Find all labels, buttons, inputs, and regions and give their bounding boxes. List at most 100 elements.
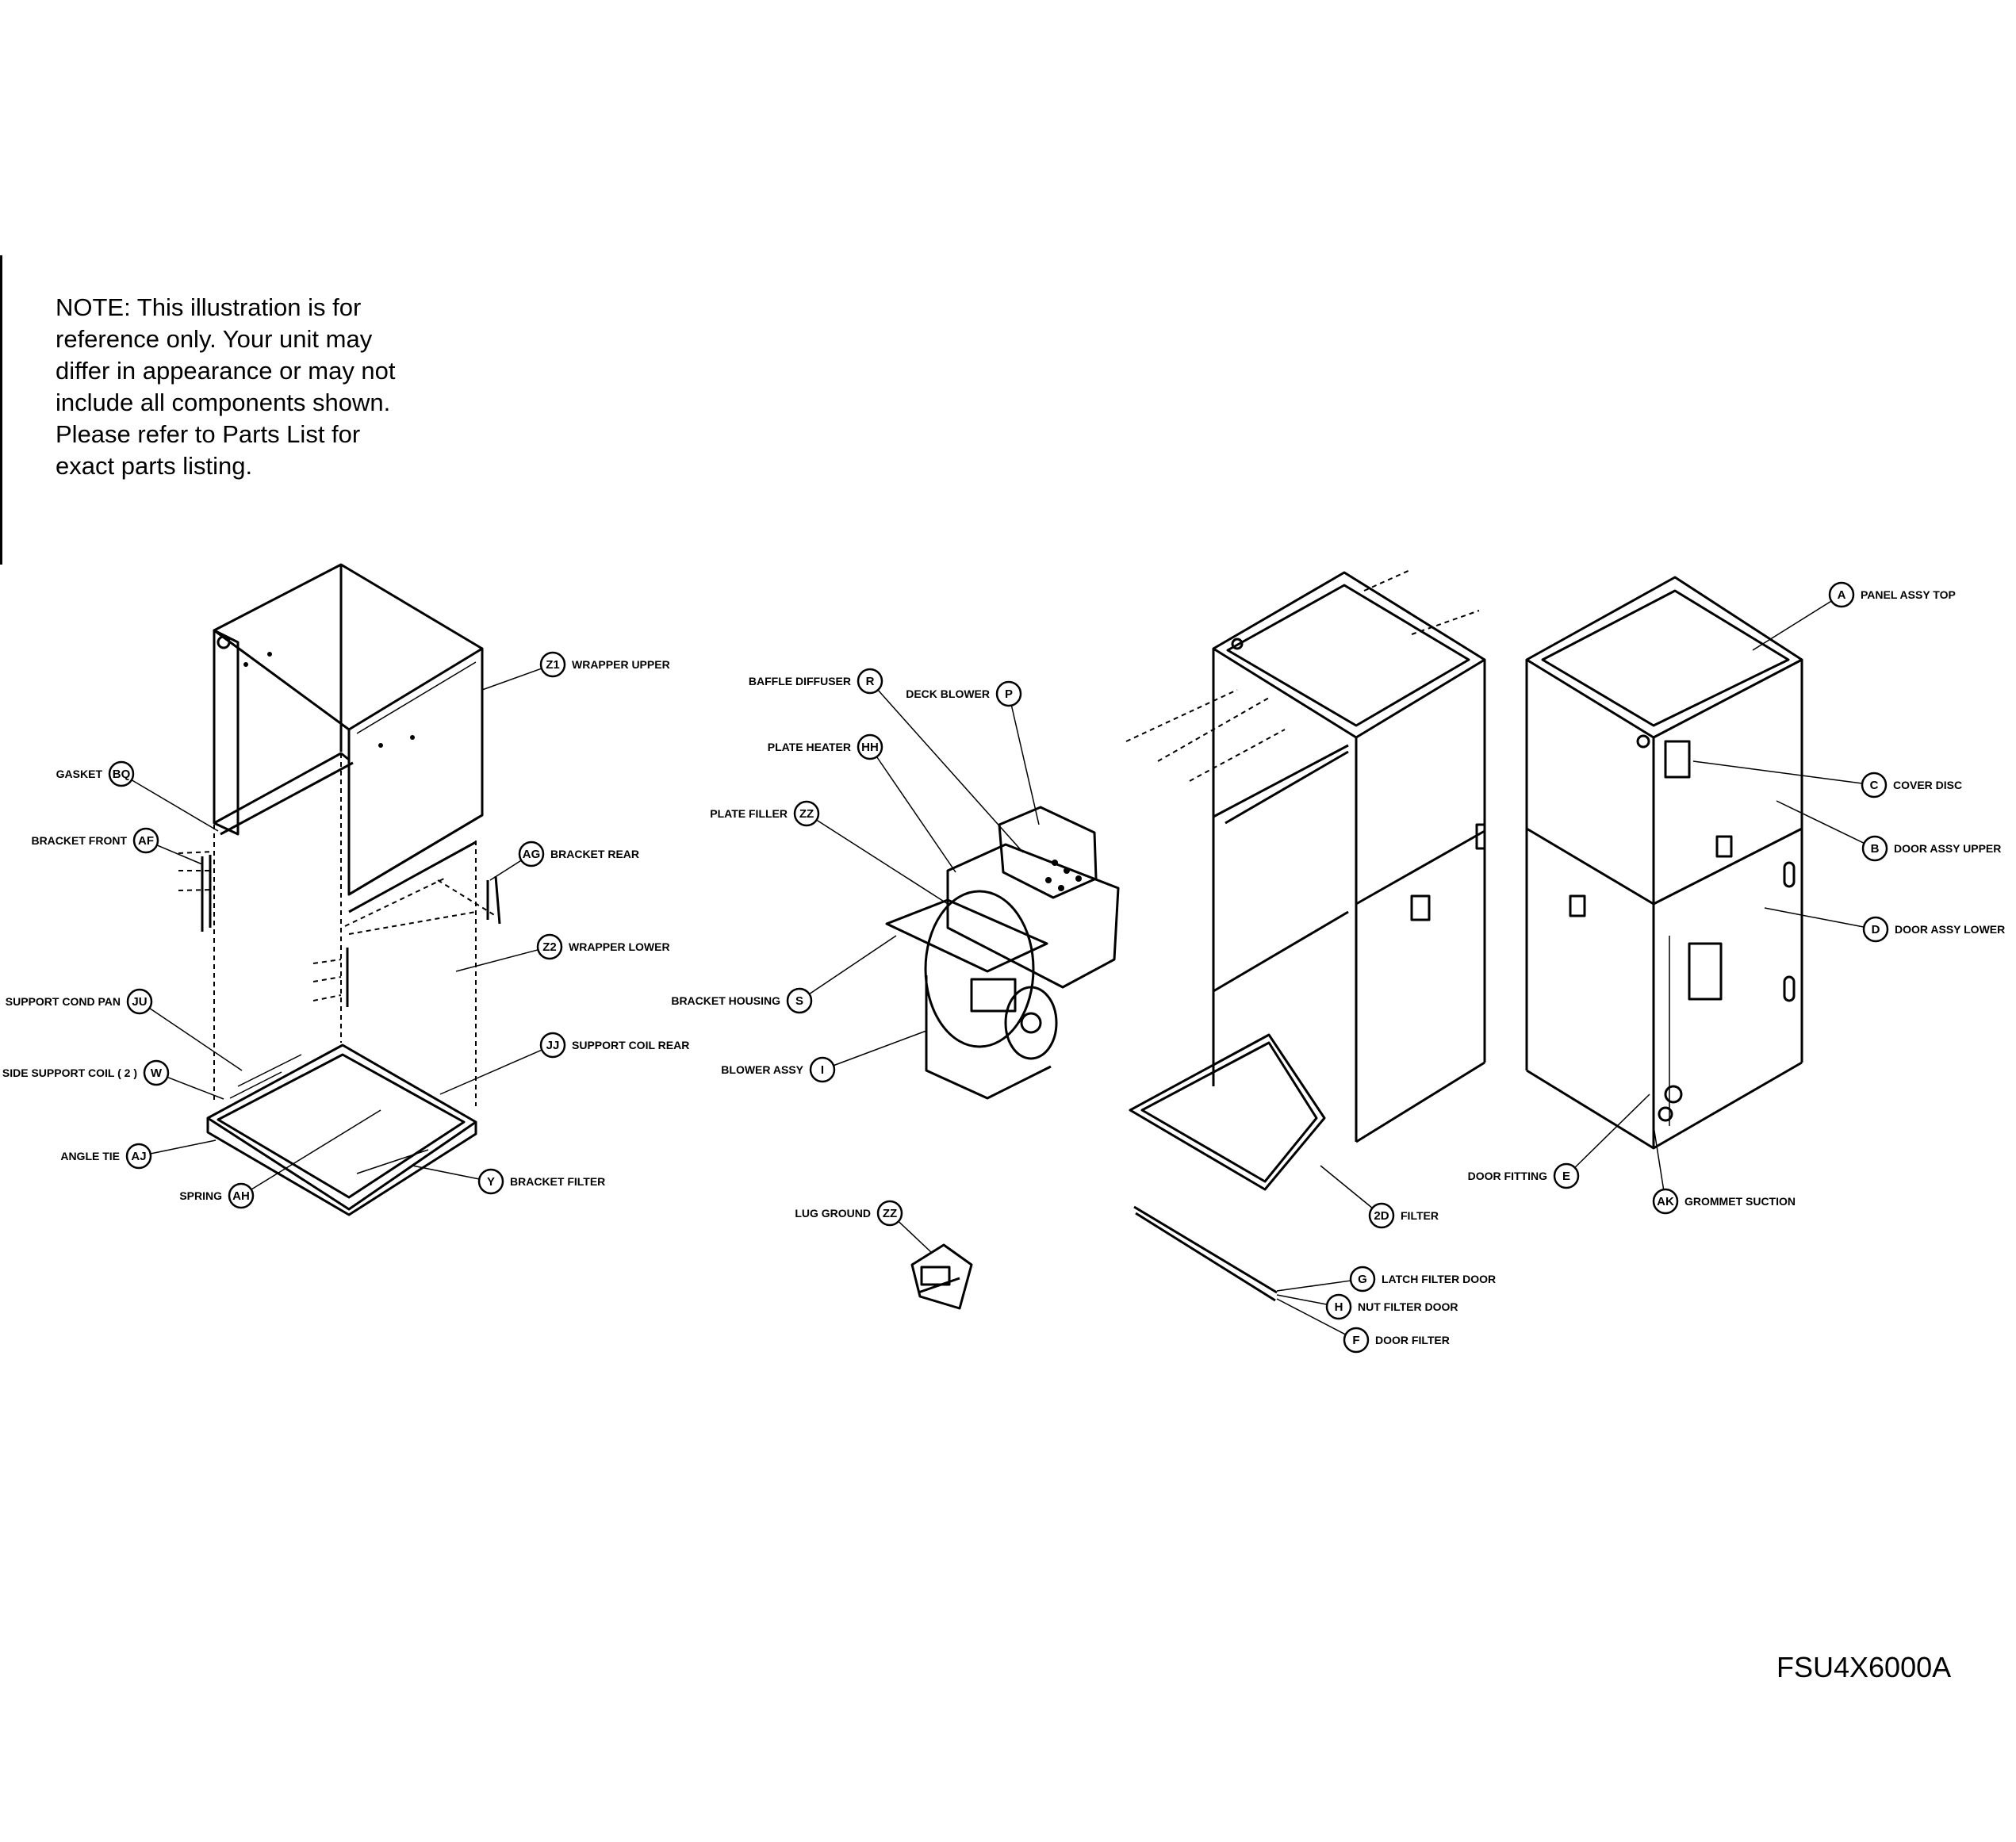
- callout-label: WRAPPER LOWER: [569, 940, 670, 953]
- callout-s: S BRACKET HOUSING: [671, 935, 897, 1014]
- callout-leader-line: [1276, 1294, 1328, 1305]
- callout-leader-line: [1692, 760, 1863, 784]
- callout-code: ZZ: [883, 1207, 897, 1220]
- callout-leader-line: [412, 1165, 480, 1180]
- callout-label: PLATE FILLER: [710, 807, 788, 820]
- callout-label: BRACKET HOUSING: [671, 994, 780, 1007]
- callout-lug: ZZ LUG GROUND: [795, 1200, 933, 1254]
- callout-label: LUG GROUND: [795, 1207, 871, 1220]
- callout-leader-line: [1276, 1280, 1351, 1292]
- callout-leader-line: [1776, 800, 1865, 844]
- callout-circle: [518, 841, 545, 867]
- callout-leader-line: [1276, 1298, 1347, 1335]
- callout-circle: [786, 987, 813, 1014]
- callout-label: NUT FILTER DOOR: [1358, 1300, 1458, 1313]
- base-tray: [206, 1044, 477, 1216]
- callout-ak: AK GROMMET SUCTION: [1652, 1125, 1796, 1215]
- callout-circle: [536, 933, 563, 960]
- callout-circle: [1861, 772, 1888, 798]
- wrapper-upper-part: [213, 563, 484, 896]
- callout-circle: [1652, 1188, 1679, 1215]
- callout-leader-line: [156, 844, 203, 865]
- callout-label: ANGLE TIE: [60, 1150, 120, 1162]
- callout-leader-line: [816, 819, 949, 905]
- callout-label: WRAPPER UPPER: [572, 658, 670, 671]
- diagram-code: FSU4X6000A: [1776, 1651, 1952, 1683]
- callout-leader-line: [1752, 600, 1832, 651]
- callout-code: S: [795, 994, 803, 1008]
- callout-circle: [809, 1056, 836, 1083]
- callout-code: AK: [1657, 1195, 1674, 1208]
- callout-code: 2D: [1374, 1209, 1389, 1223]
- callout-circle: [857, 668, 883, 695]
- callout-circle: [477, 1168, 504, 1195]
- note-line: exact parts listing.: [56, 452, 253, 480]
- callout-i: I BLOWER ASSY: [721, 1030, 927, 1083]
- callout-code: C: [1870, 779, 1879, 792]
- callout-label: BAFFLE DIFFUSER: [749, 675, 851, 687]
- open-cabinet-drawing: [1125, 569, 1486, 1302]
- note-line: NOTE: This illustration is for: [56, 293, 362, 321]
- callout-label: GASKET: [56, 768, 103, 780]
- callout-code: R: [866, 675, 875, 688]
- callout-code: AF: [138, 834, 154, 848]
- lug-ground-drawing: [910, 1243, 973, 1310]
- callout-code: F: [1352, 1334, 1359, 1347]
- left-edge-bar: [0, 255, 2, 565]
- callout-code: B: [1871, 842, 1880, 856]
- callout-circle: [1343, 1327, 1370, 1354]
- callout-label: BLOWER ASSY: [721, 1063, 803, 1076]
- callout-leader-line: [898, 1220, 933, 1254]
- callout-code: P: [1005, 687, 1013, 701]
- callout-leader-line: [1764, 907, 1865, 928]
- note-line: Please refer to Parts List for: [56, 420, 361, 448]
- callout-circle: [1553, 1162, 1580, 1189]
- callout-label: SPRING: [179, 1189, 222, 1202]
- callout-circle: [793, 800, 820, 827]
- callout-label: DOOR FILTER: [1375, 1334, 1450, 1346]
- callout-leader-line: [877, 689, 1024, 853]
- callout-code: AG: [523, 848, 541, 861]
- callout-circle: [228, 1182, 255, 1209]
- callout-code: JU: [132, 995, 147, 1009]
- callout-r: R BAFFLE DIFFUSER: [749, 668, 1024, 853]
- note-line: include all components shown.: [56, 389, 391, 416]
- callout-code: E: [1562, 1170, 1570, 1183]
- callout-leader-line: [1653, 1125, 1665, 1190]
- blower-assembly-drawing: [885, 806, 1120, 1100]
- callout-label: DOOR ASSY LOWER: [1895, 923, 2005, 936]
- callout-leader-line: [489, 860, 522, 881]
- note-line: reference only. Your unit may: [56, 325, 373, 353]
- callout-code: G: [1358, 1273, 1367, 1286]
- callout-circle: [1828, 581, 1855, 608]
- gasket-and-brackets: [178, 761, 501, 1007]
- callout-leader-line: [167, 1076, 224, 1100]
- callout-circle: [876, 1200, 903, 1227]
- callout-code: I: [821, 1063, 824, 1077]
- callout-circle: [132, 827, 159, 854]
- callout-leader-line: [1320, 1165, 1373, 1209]
- callout-leader-line: [150, 1139, 217, 1155]
- callout-code: W: [151, 1067, 163, 1080]
- callout-label: GROMMET SUCTION: [1684, 1195, 1796, 1208]
- callout-code: A: [1838, 588, 1846, 602]
- callout-f: F DOOR FILTER: [1276, 1298, 1450, 1354]
- callout-circle: [1861, 835, 1888, 862]
- callout-label: BRACKET FILTER: [510, 1175, 605, 1188]
- callout-leader-line: [1574, 1093, 1650, 1169]
